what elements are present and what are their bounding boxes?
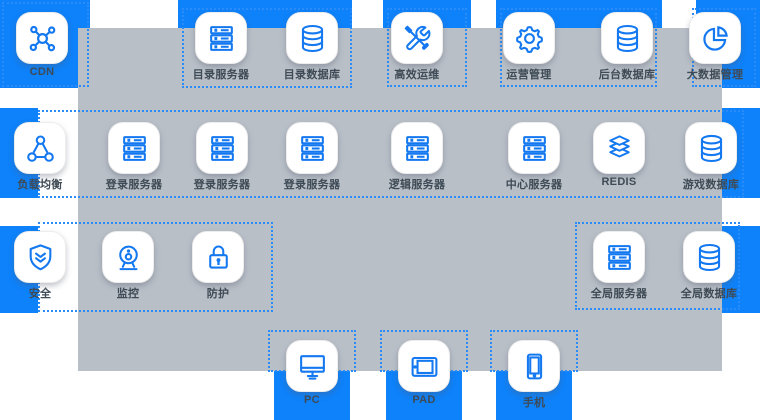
database-icon (696, 133, 727, 164)
webcam-icon (113, 242, 144, 273)
gear-icon (514, 23, 545, 54)
node-card (685, 122, 737, 174)
node-label: 全局数据库 (680, 288, 738, 300)
node-card (601, 12, 653, 64)
database-icon (694, 242, 725, 273)
node-label: 登录服务器 (283, 179, 341, 191)
node-label: 高效运维 (394, 69, 440, 81)
server-rack-icon (604, 242, 635, 273)
node-card (102, 231, 154, 283)
group-box (2, 2, 89, 87)
node-label: 监控 (116, 288, 140, 300)
node-card (391, 12, 443, 64)
node-card (508, 340, 560, 392)
node-label: 运营管理 (506, 69, 552, 81)
server-rack-icon (206, 23, 237, 54)
monitor-icon (297, 351, 328, 382)
load-balancer-icon (25, 133, 56, 164)
server-rack-icon (402, 133, 433, 164)
node-card (16, 12, 68, 64)
node-card (108, 122, 160, 174)
group-box (182, 8, 352, 88)
node-label: 目录数据库 (283, 69, 341, 81)
node-label: 全局服务器 (590, 288, 648, 300)
node-label: 后台数据库 (598, 69, 656, 81)
node-label: 安全 (28, 288, 52, 300)
pie-chart-icon (700, 23, 731, 54)
node-card (192, 231, 244, 283)
node-card (689, 12, 741, 64)
cdn-network-icon (27, 23, 58, 54)
group-box (575, 222, 740, 310)
group-box (387, 8, 467, 87)
lock-icon (203, 242, 234, 273)
group-box (500, 8, 657, 87)
server-rack-icon (119, 133, 150, 164)
tablet-icon (409, 351, 440, 382)
node-label: PC (304, 394, 320, 406)
node-card (196, 122, 248, 174)
node-card (398, 340, 450, 392)
server-rack-icon (297, 133, 328, 164)
node-card (14, 122, 66, 174)
node-label: 手机 (522, 397, 546, 409)
node-label: 逻辑服务器 (388, 179, 446, 191)
database-icon (297, 23, 328, 54)
node-label: REDIS (601, 176, 637, 188)
server-rack-icon (519, 133, 550, 164)
node-label: PAD (412, 394, 436, 406)
node-card (14, 231, 66, 283)
phone-icon (519, 351, 550, 382)
tools-icon (402, 23, 433, 54)
node-label: 防护 (206, 288, 230, 300)
node-card (683, 231, 735, 283)
node-card (195, 12, 247, 64)
node-label: 目录服务器 (192, 69, 250, 81)
node-card (593, 122, 645, 174)
node-card (391, 122, 443, 174)
node-card (286, 122, 338, 174)
node-card (286, 12, 338, 64)
node-card (503, 12, 555, 64)
node-label: 游戏数据库 (682, 179, 740, 191)
redis-stack-icon (604, 133, 635, 164)
server-rack-icon (207, 133, 238, 164)
node-label: 登录服务器 (193, 179, 251, 191)
node-label: 登录服务器 (105, 179, 163, 191)
node-label: 负载均衡 (17, 179, 63, 191)
database-icon (612, 23, 643, 54)
node-card (593, 231, 645, 283)
node-card (286, 340, 338, 392)
node-card (508, 122, 560, 174)
node-label: CDN (29, 66, 55, 78)
node-label: 中心服务器 (505, 179, 563, 191)
shield-icon (25, 242, 56, 273)
node-label: 大数据管理 (686, 69, 744, 81)
